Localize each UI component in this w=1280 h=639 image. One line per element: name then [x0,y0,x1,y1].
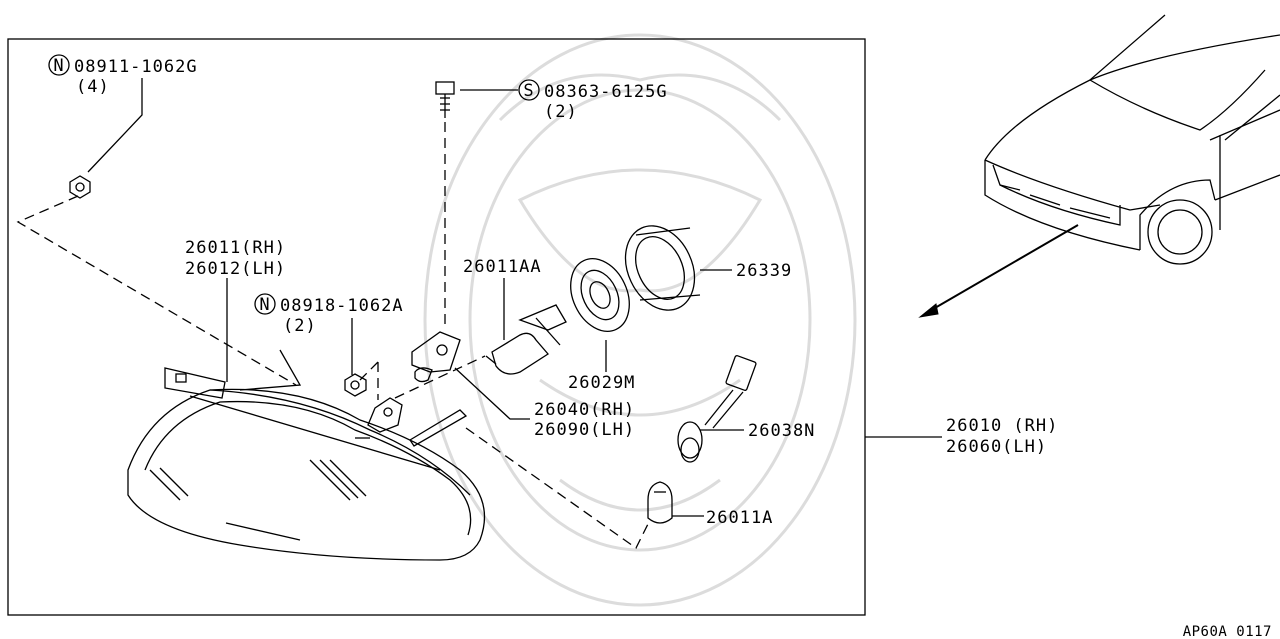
label-26029m: 26029M [568,373,635,393]
vehicle-location-view [918,14,1280,318]
label-08911-number: 08911-1062G [74,57,198,77]
svg-text:N: N [53,56,64,76]
bulb-26011aa-drawing [485,304,567,375]
label-26010-rh: 26010 (RH) [946,416,1058,436]
watermark-logo [423,33,857,607]
label-08918-qty: (2) [283,316,317,336]
headlamp-housing-drawing [127,349,486,561]
label-26040-rh: 26040(RH) [534,400,635,420]
ring-26339-drawing [624,225,701,311]
diagram-frame [7,38,866,616]
socket-26038n-drawing [677,355,757,463]
label-08363-number: 08363-6125G [544,82,668,102]
bracket-drawing [367,331,461,433]
bolt-drawing [435,81,455,118]
n-symbol-icon-2: N [254,293,276,315]
label-26012-lh: 26012(LH) [185,259,286,279]
label-08363-qty: (2) [544,102,578,122]
svg-text:N: N [259,295,270,315]
label-26090-lh: 26090(LH) [534,420,635,440]
label-26011-rh: 26011(RH) [185,238,286,258]
label-08918-number: 08918-1062A [280,296,404,316]
s-symbol-icon: S [518,79,540,101]
cap-26029m-drawing [570,258,630,332]
label-26011aa: 26011AA [463,257,542,277]
label-26038n: 26038N [748,421,815,441]
nut-08918-drawing [344,373,367,397]
label-26060-lh: 26060(LH) [946,437,1047,457]
leader-lines [87,78,942,517]
assembly-lines [16,122,651,549]
nut-08911-drawing [69,175,91,199]
label-26339: 26339 [736,261,792,281]
svg-text:S: S [523,81,534,101]
label-26011a: 26011A [706,508,773,528]
diagram-code: AP60A 0117 [1183,624,1272,639]
label-08911-qty: (4) [76,77,110,97]
bulb-26011a-drawing [647,481,673,524]
n-symbol-icon-1: N [48,54,70,76]
